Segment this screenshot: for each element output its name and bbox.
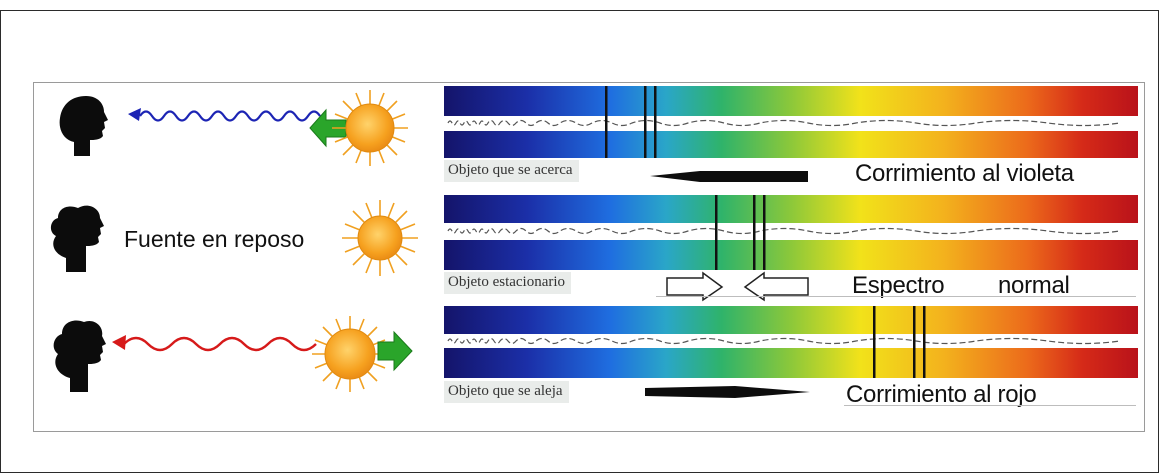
- spectrum-wave: [447, 119, 1121, 127]
- approach-arrow: [650, 171, 808, 182]
- redshift-wave: [123, 336, 317, 352]
- observer-head-icon: [53, 320, 106, 392]
- spectrum-band-top: [444, 86, 1138, 116]
- blueshift-wave: [139, 110, 321, 122]
- absorption-line: [605, 86, 608, 158]
- sun-icon: [342, 200, 418, 276]
- blueshift-arrowhead-icon: [128, 108, 141, 121]
- recede-direction-arrow-icon: [377, 330, 413, 372]
- observer-head-icon: [59, 96, 108, 156]
- absorption-line: [923, 306, 926, 378]
- blueshift-label: Corrimiento al violeta: [855, 160, 1074, 187]
- sun-icon: [332, 90, 408, 166]
- stationary-arrow-right: [666, 271, 724, 302]
- absorption-line: [644, 86, 647, 158]
- row-caption-stationary: Objeto estacionario: [444, 272, 572, 294]
- spectrum-wave: [447, 337, 1121, 345]
- normal-spectrum-label-b: normal: [998, 272, 1070, 299]
- row-caption-receding: Objeto que se aleja: [444, 381, 569, 403]
- spectrum-wave: [447, 227, 1121, 235]
- row-caption-approaching: Objeto que se acerca: [444, 160, 579, 182]
- absorption-line: [763, 195, 766, 270]
- source-at-rest-label: Fuente en reposo: [124, 226, 305, 252]
- redshift-arrowhead-icon: [112, 335, 126, 350]
- spectrum-band-bottom: [444, 348, 1138, 378]
- spectrum-band-bottom: [444, 131, 1138, 158]
- spectrum-row-2: [444, 195, 1138, 270]
- spectrum-row-3: [444, 306, 1138, 378]
- spectrum-band-bottom: [444, 240, 1138, 270]
- absorption-line: [753, 195, 756, 270]
- row-divider: [656, 296, 1136, 297]
- sun-icon: [312, 316, 388, 392]
- absorption-line: [715, 195, 718, 270]
- spectrum-band-top: [444, 195, 1138, 223]
- absorption-line: [913, 306, 916, 378]
- absorption-line: [654, 86, 657, 158]
- stationary-arrow-left: [743, 271, 809, 302]
- spectrum-row-1: [444, 86, 1138, 158]
- absorption-line: [873, 306, 876, 378]
- observer-head-icon: [50, 205, 104, 272]
- normal-spectrum-label-a: Espectro: [852, 272, 945, 299]
- row-divider: [844, 405, 1136, 406]
- redshift-label: Corrimiento al rojo: [846, 381, 1037, 408]
- spectrum-band-top: [444, 306, 1138, 334]
- recede-arrow: [645, 386, 810, 398]
